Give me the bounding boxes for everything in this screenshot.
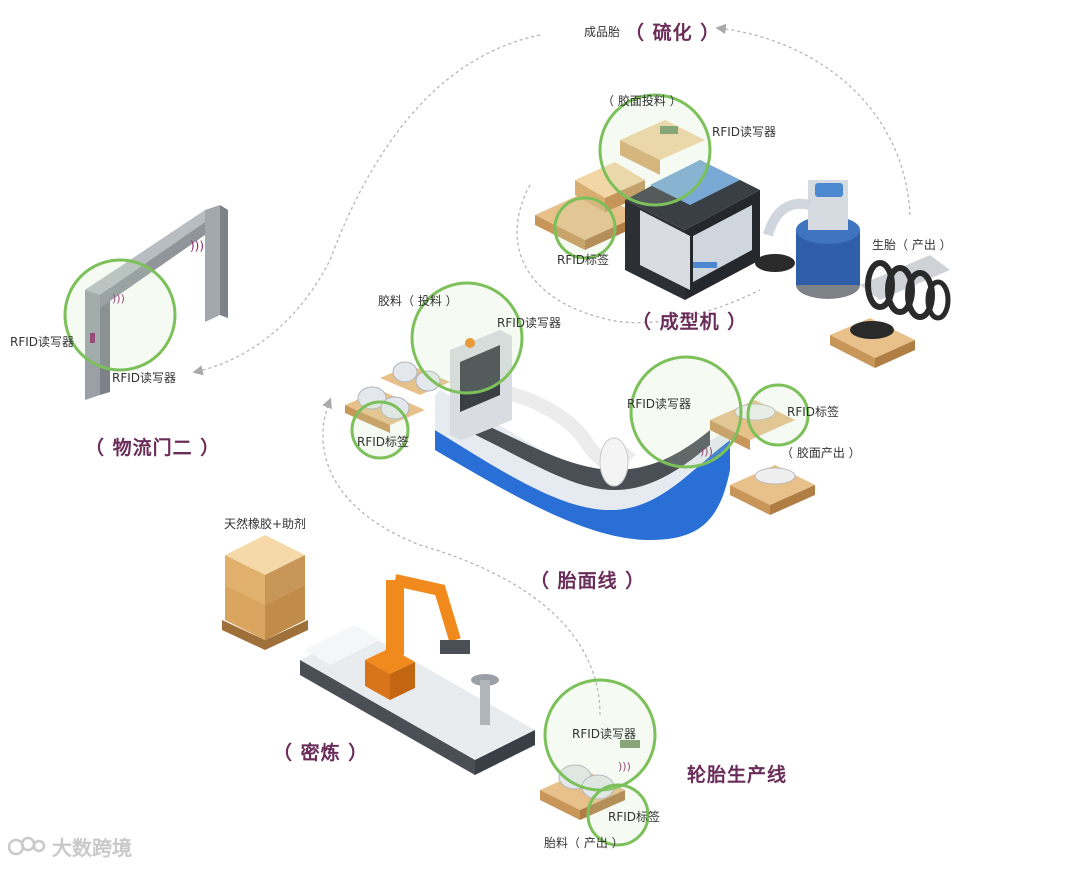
rfid-highlight-circles — [63, 93, 810, 847]
label-rfid-tag-bottom: RFID标签 — [608, 810, 661, 824]
flow-to-gate — [192, 34, 541, 376]
label-gate-reader-left: RFID读写器 — [10, 335, 75, 349]
label-raw-material: 天然橡胶+助剂 — [224, 517, 307, 531]
title-logistics-gate: （ 物流门二 ） — [85, 437, 221, 459]
rfid-circle-top — [598, 93, 712, 207]
label-green-tire-out: 生胎（ 产出 ） — [872, 238, 952, 252]
rfid-circle-top-tag — [553, 196, 617, 260]
label-rfid-tag-top: RFID标签 — [557, 253, 610, 267]
flow-tread-line — [322, 397, 601, 716]
flow-building-loop — [516, 184, 761, 324]
label-rfid-reader-conveyor: RFID读写器 — [627, 397, 692, 411]
tread-line: ))) — [345, 330, 815, 540]
title-tire-line: 轮胎生产线 — [687, 764, 788, 786]
raw-material-pallet — [222, 535, 308, 650]
label-rfid-reader-mid: RFID读写器 — [497, 316, 562, 330]
rfid-circle-conveyor — [629, 355, 743, 469]
svg-text:))): ))) — [190, 239, 204, 253]
bubble-logo-icon — [7, 835, 46, 864]
title-tread-line: （ 胎面线 ） — [530, 570, 646, 592]
label-rfid-reader-bottom: RFID读写器 — [572, 727, 637, 741]
flow-to-vulcanization — [715, 23, 911, 216]
title-mixing: （ 密炼 ） — [273, 742, 369, 764]
label-rfid-tag-left: RFID标签 — [357, 435, 410, 449]
label-material-out: 胎料（ 产出 ） — [544, 836, 624, 850]
rfid-circle-right-tag — [746, 383, 810, 447]
label-gate-reader-bottom: RFID读写器 — [112, 371, 177, 385]
label-rfid-tag-right: RFID标签 — [787, 405, 840, 419]
label-tread-feed-top: （ 胶面投料 ） — [602, 94, 682, 108]
svg-text:))): ))) — [618, 760, 631, 773]
title-vulcanization: （ 硫化 ） — [625, 22, 721, 44]
flow-paths — [192, 23, 911, 716]
watermark-text: 大数跨境 — [52, 836, 132, 860]
rfid-circle-gate — [63, 258, 177, 372]
rfid-circle-bottom-tag — [586, 783, 650, 847]
svg-text:))): ))) — [112, 292, 125, 305]
label-finished-tire: 成品胎 — [584, 25, 621, 39]
svg-text:))): ))) — [700, 445, 713, 458]
building-machine — [535, 120, 951, 368]
title-building-machine: （ 成型机 ） — [632, 311, 748, 333]
tread-output-pallets — [710, 400, 815, 515]
label-rubber-feed: 胶料（ 投料 ） — [378, 294, 458, 308]
watermark: 大数跨境 — [7, 832, 132, 864]
label-rfid-reader-top: RFID读写器 — [712, 125, 777, 139]
mixing-station — [222, 535, 535, 775]
rfid-circle-left-tag — [350, 400, 410, 460]
tire-rack — [860, 255, 951, 321]
rfid-circle-mid — [410, 281, 524, 395]
label-tread-out: （ 胶面产出 ） — [781, 446, 861, 460]
